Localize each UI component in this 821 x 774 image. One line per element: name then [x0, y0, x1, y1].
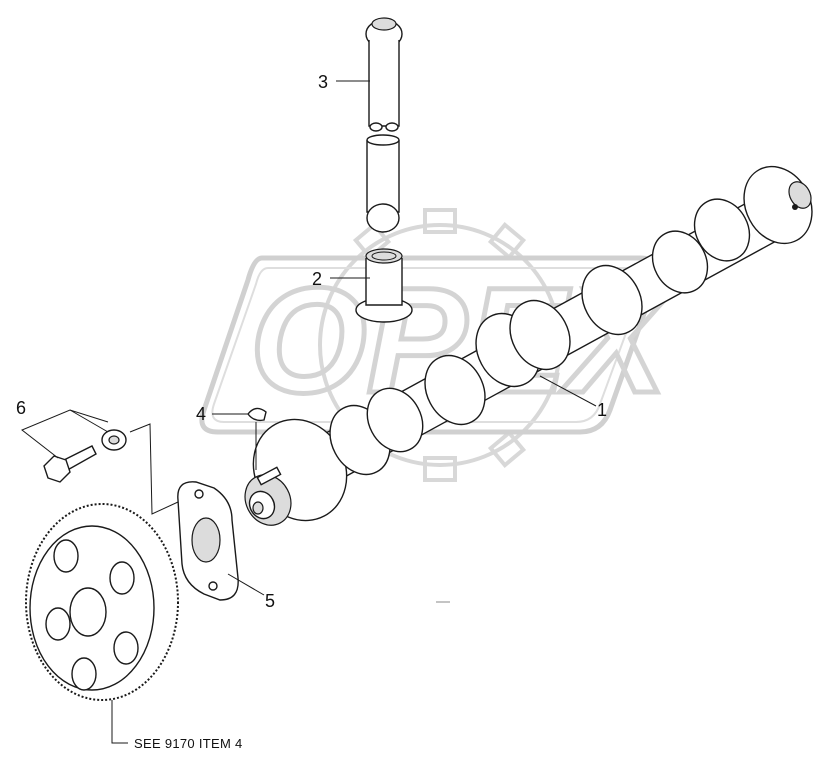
- reference-note: SEE 9170 ITEM 4: [134, 736, 243, 751]
- cam-gear: [25, 503, 179, 701]
- callout-2: 2: [312, 269, 322, 289]
- callout-4: 4: [196, 404, 206, 424]
- bolt-and-washer: [43, 429, 127, 483]
- thrust-plate: [177, 481, 239, 601]
- callout-5: 5: [265, 591, 275, 611]
- tappet: [355, 248, 413, 323]
- push-rod: [365, 17, 403, 233]
- camshaft: [244, 165, 813, 526]
- callout-6: 6: [16, 398, 26, 418]
- callout-1: 1: [597, 400, 607, 420]
- woodruff-key: [247, 407, 267, 422]
- callout-3: 3: [318, 72, 328, 92]
- leader-lines: [21, 80, 597, 744]
